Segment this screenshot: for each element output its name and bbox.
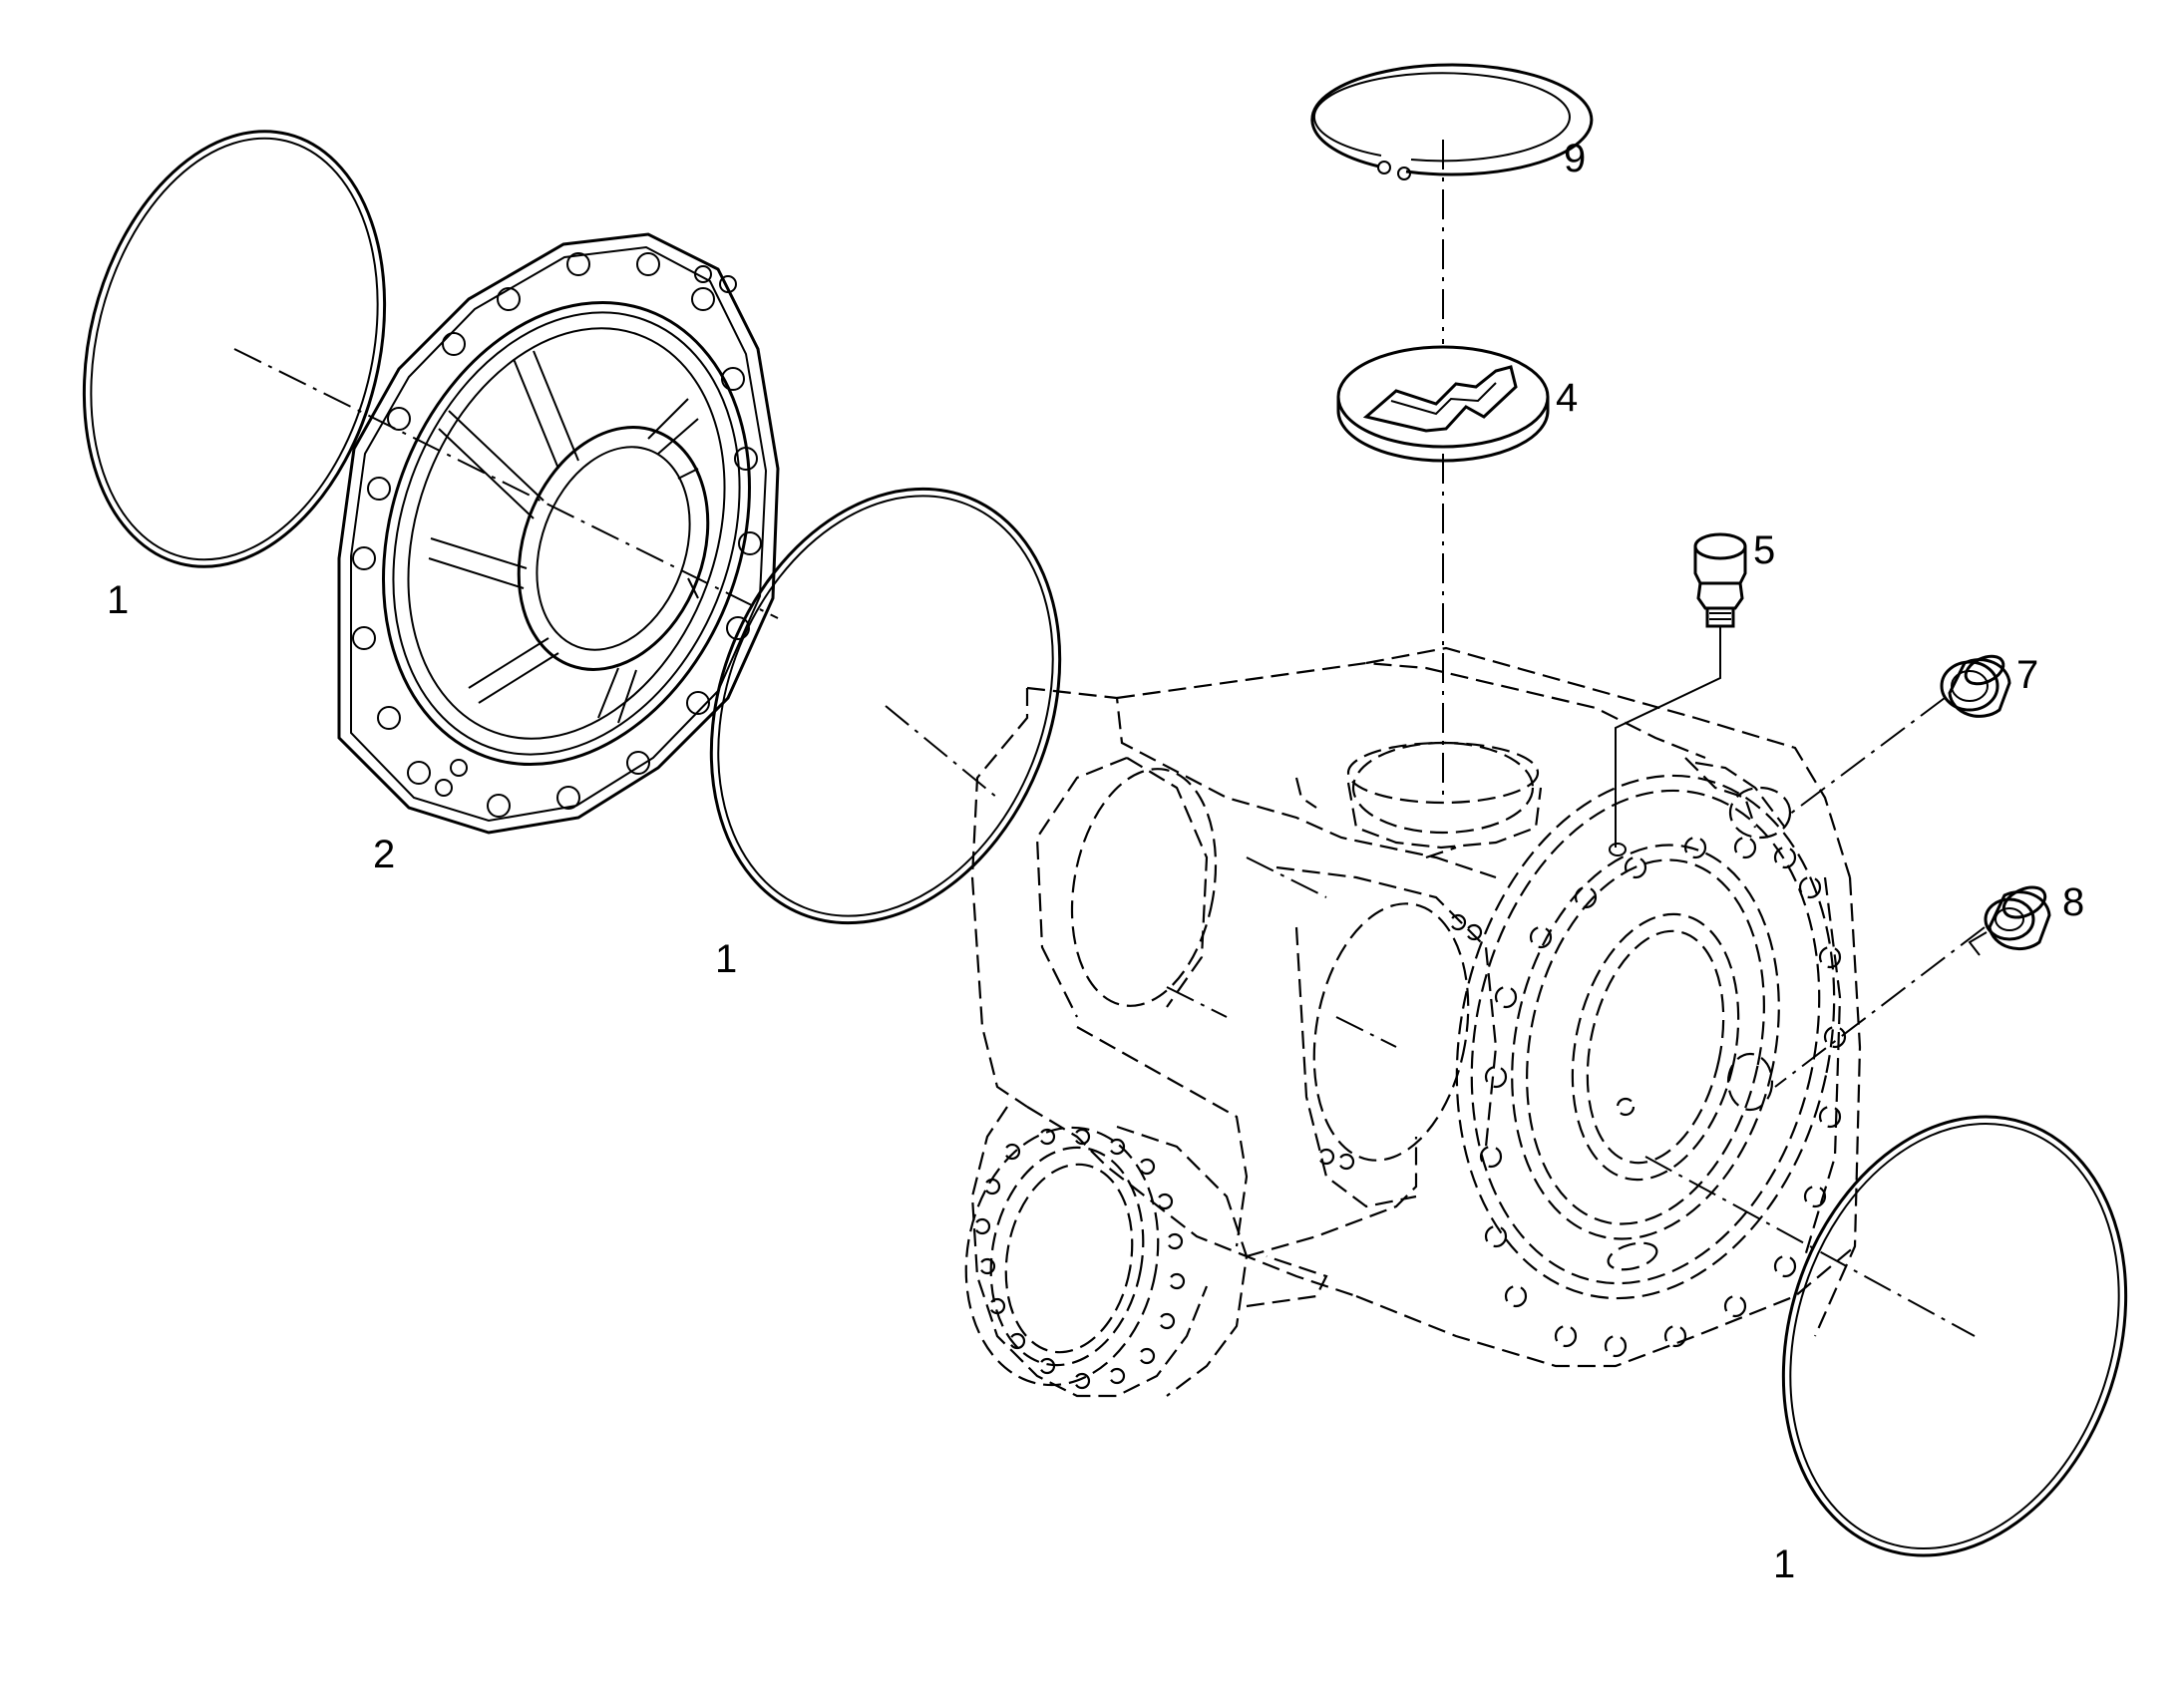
callout-fitting: 5 <box>1753 528 1775 572</box>
callout-ring-middle: 1 <box>715 937 737 981</box>
callout-cover: 2 <box>373 833 395 876</box>
callout-disc: 4 <box>1556 376 1578 420</box>
bearing-cover <box>337 232 780 835</box>
callout-plug-lower: 8 <box>2062 880 2084 924</box>
breather-fitting <box>1693 532 1747 628</box>
o-ring-middle <box>709 487 1062 925</box>
o-ring-top-left <box>82 130 387 568</box>
plug-upper <box>1940 654 2011 718</box>
callout-ring-bottomright: 1 <box>1773 1542 1795 1586</box>
snap-ring <box>1310 63 1594 180</box>
callout-ring-topleft: 1 <box>107 578 129 622</box>
callouts: 1 2 1 4 5 7 8 9 1 <box>107 137 2084 1586</box>
o-ring-bottom-right <box>1781 1115 2128 1557</box>
plug-lower <box>1968 885 2051 956</box>
center-lines <box>233 140 1986 1337</box>
axle-housing <box>964 646 1862 1398</box>
cover-disc <box>1336 345 1550 463</box>
callout-snap-ring: 9 <box>1564 137 1586 180</box>
callout-plug-upper: 7 <box>2016 653 2038 697</box>
